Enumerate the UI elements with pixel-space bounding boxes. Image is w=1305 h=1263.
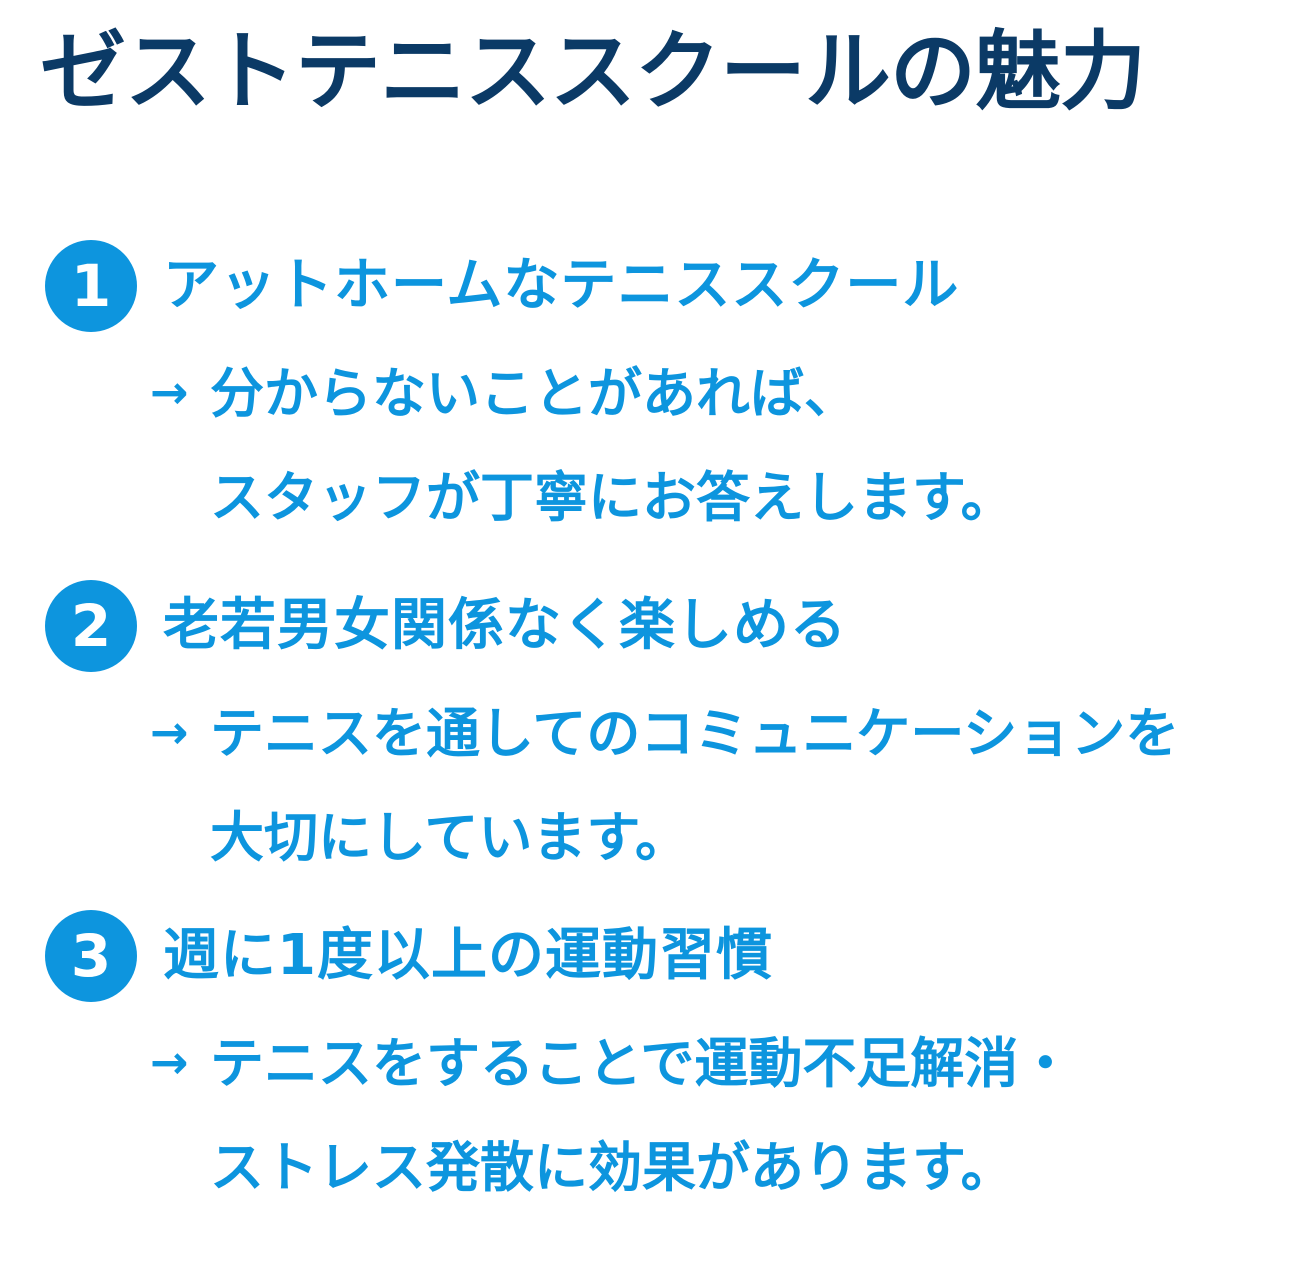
feature-point-2-header: 2 老若男女関係なく楽しめる [45, 580, 1295, 672]
number-badge-1: 1 [45, 240, 137, 332]
number-badge-3: 3 [45, 910, 137, 1002]
feature-point-3-line-2: ストレス発散に効果があります。 [210, 1136, 1015, 1199]
feature-point-3-line-1-text: テニスをすることで運動不足解消・ [210, 1032, 1073, 1095]
arrow-right-icon: → [150, 1035, 189, 1089]
feature-point-1-heading: アットホームなテニススクール [163, 253, 960, 318]
feature-point-2-line-1: → テニスを通してのコミュニケーションを [150, 680, 1179, 785]
feature-point-3: 3 週に1度以上の運動習慣 → テニスをすることで運動不足解消・ ストレス発散に効… [45, 910, 1295, 1199]
feature-point-3-header: 3 週に1度以上の運動習慣 [45, 910, 1295, 1002]
feature-point-1-header: 1 アットホームなテニススクール [45, 240, 1295, 332]
page-title: ゼストテニススクールの魅力 [40, 22, 1146, 122]
number-badge-2: 2 [45, 580, 137, 672]
feature-point-3-line-1: → テニスをすることで運動不足解消・ [150, 1010, 1072, 1115]
feature-point-1-line-1: → 分からないことがあれば、 [150, 340, 1015, 445]
feature-point-1-line-2: スタッフが丁寧にお答えします。 [210, 466, 1015, 529]
feature-point-1-description: → 分からないことがあれば、 スタッフが丁寧にお答えします。 [150, 340, 1015, 550]
feature-point-2-description: → テニスを通してのコミュニケーションを 大切にしています。 [150, 680, 1179, 890]
feature-point-2-heading: 老若男女関係なく楽しめる [163, 593, 847, 658]
feature-point-1: 1 アットホームなテニススクール → 分からないことがあれば、 スタッフが丁寧にお… [45, 240, 1295, 529]
arrow-right-icon: → [150, 365, 189, 419]
feature-point-3-description: → テニスをすることで運動不足解消・ ストレス発散に効果があります。 [150, 1010, 1072, 1220]
feature-point-2-line-1-text: テニスを通してのコミュニケーションを [210, 702, 1180, 765]
feature-point-2: 2 老若男女関係なく楽しめる → テニスを通してのコミュニケーションを 大切にして… [45, 580, 1295, 869]
feature-point-2-line-2: 大切にしています。 [210, 806, 689, 869]
feature-point-1-line-1-text: 分からないことがあれば、 [210, 362, 858, 425]
arrow-right-icon: → [150, 705, 189, 759]
feature-point-3-heading: 週に1度以上の運動習慣 [163, 923, 773, 988]
